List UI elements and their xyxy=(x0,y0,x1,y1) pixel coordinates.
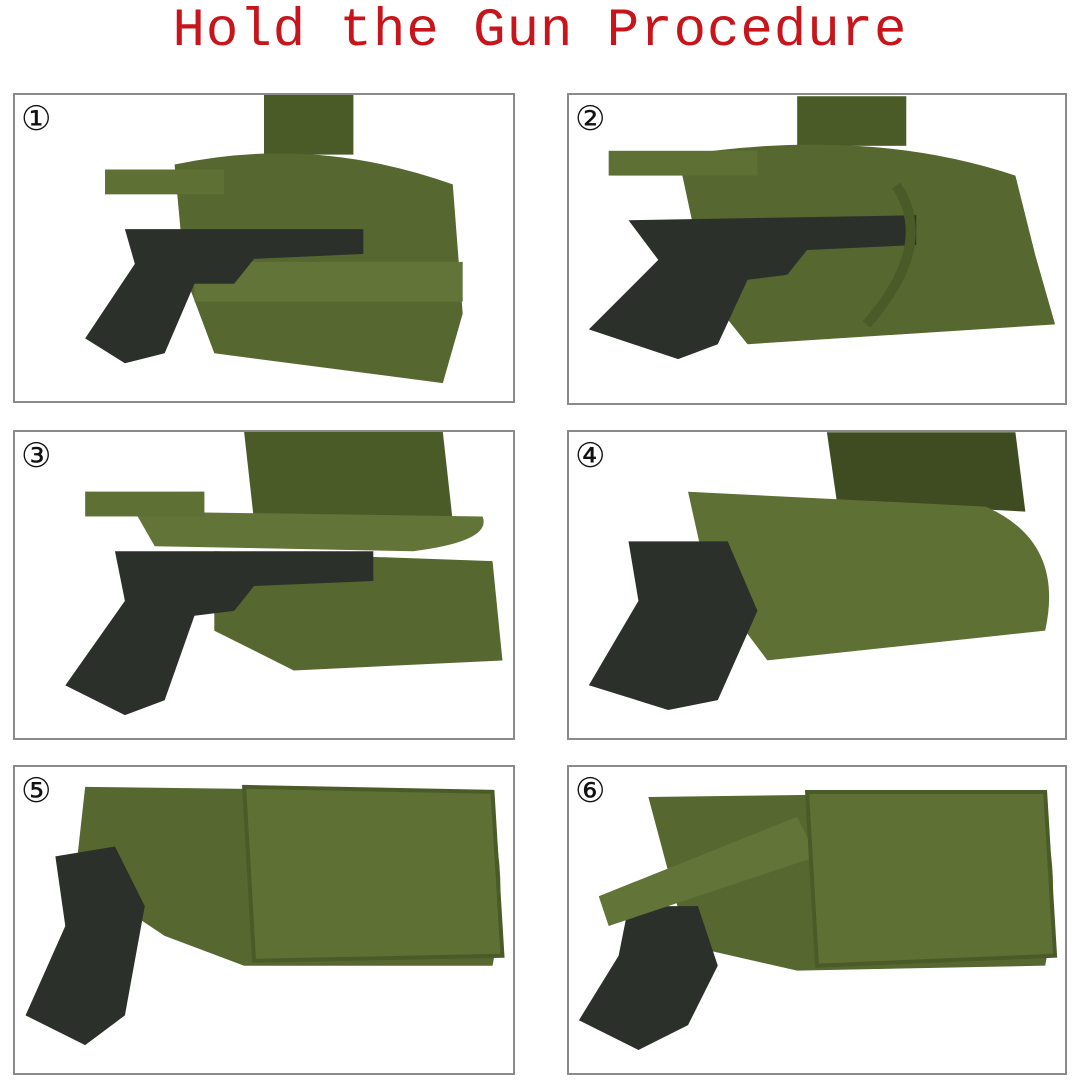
step-number: ⑤ xyxy=(21,771,52,811)
step-panel-6: ⑥ xyxy=(567,765,1067,1075)
step-panel-3: ③ xyxy=(13,430,515,740)
holster-photo-strap-secured xyxy=(578,790,1058,1050)
step-number: ① xyxy=(21,99,52,139)
step-panel-2: ② xyxy=(567,93,1067,405)
page-title: Hold the Gun Procedure xyxy=(172,1,908,62)
holster-photo-open xyxy=(85,95,463,384)
holster-photo-flap-closing xyxy=(65,432,503,716)
step-panel-5: ⑤ xyxy=(13,765,515,1075)
step-number: ④ xyxy=(575,436,606,476)
step-panel-1: ① xyxy=(13,93,515,403)
holster-photo-strap-over xyxy=(588,96,1056,360)
step-number: ③ xyxy=(21,436,52,476)
step-number: ② xyxy=(575,99,606,139)
holster-photo-flap-closed xyxy=(588,432,1050,710)
step-number: ⑥ xyxy=(575,771,606,811)
holster-photo-holstered xyxy=(25,784,505,1046)
step-panel-4: ④ xyxy=(567,430,1067,740)
